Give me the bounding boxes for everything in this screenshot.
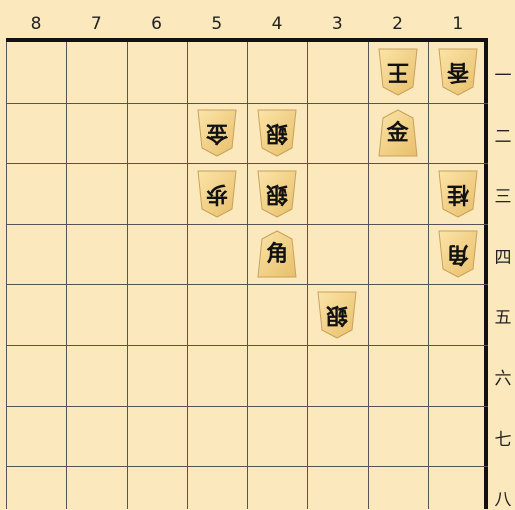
piece-sente-2-2[interactable]: 金 [378, 109, 418, 157]
grid-line-vertical [428, 42, 429, 509]
piece-gote-2-1[interactable]: 王 [378, 48, 418, 96]
piece-gote-1-4[interactable]: 角 [438, 230, 478, 278]
piece-gote-4-2[interactable]: 銀 [257, 109, 297, 157]
rank-label-3: 三 [493, 182, 513, 207]
piece-glyph: 歩 [206, 183, 228, 205]
grid-line-horizontal [6, 466, 488, 467]
piece-glyph: 角 [447, 243, 469, 265]
file-label-2: 2 [368, 14, 428, 34]
grid-line-vertical [127, 42, 128, 509]
file-label-3: 3 [307, 14, 367, 34]
grid-line-horizontal [6, 103, 488, 104]
file-label-7: 7 [66, 14, 126, 34]
grid-line-vertical [66, 42, 67, 509]
piece-glyph: 金 [206, 122, 228, 144]
piece-glyph: 角 [266, 243, 288, 265]
file-label-1: 1 [428, 14, 488, 34]
grid-line-horizontal [6, 406, 488, 407]
grid-line-vertical [187, 42, 188, 509]
piece-gote-4-3[interactable]: 銀 [257, 170, 297, 218]
piece-gote-1-1[interactable]: 香 [438, 48, 478, 96]
grid-line-vertical [6, 42, 7, 509]
piece-gote-1-3[interactable]: 桂 [438, 170, 478, 218]
grid-line-horizontal [6, 345, 488, 346]
grid-line-vertical [247, 42, 248, 509]
file-label-5: 5 [187, 14, 247, 34]
piece-glyph: 王 [387, 61, 409, 83]
file-label-8: 8 [6, 14, 66, 34]
grid-line-vertical [368, 42, 369, 509]
piece-gote-5-2[interactable]: 金 [197, 109, 237, 157]
grid-line-horizontal [6, 284, 488, 285]
piece-gote-5-3[interactable]: 歩 [197, 170, 237, 218]
file-label-6: 6 [127, 14, 187, 34]
piece-glyph: 銀 [266, 183, 288, 205]
grid-line-horizontal [6, 224, 488, 225]
rank-label-8: 八 [493, 485, 513, 510]
rank-label-2: 二 [493, 122, 513, 147]
rank-label-6: 六 [493, 364, 513, 389]
rank-label-4: 四 [493, 243, 513, 268]
piece-glyph: 金 [387, 122, 409, 144]
grid-line-horizontal [6, 163, 488, 164]
file-label-4: 4 [247, 14, 307, 34]
grid-line-vertical [307, 42, 308, 509]
rank-label-1: 一 [493, 61, 513, 86]
piece-glyph: 銀 [326, 304, 348, 326]
rank-label-7: 七 [493, 425, 513, 450]
piece-gote-3-5[interactable]: 銀 [317, 291, 357, 339]
piece-glyph: 銀 [266, 122, 288, 144]
piece-sente-4-4[interactable]: 角 [257, 230, 297, 278]
piece-glyph: 桂 [447, 183, 469, 205]
rank-label-5: 五 [493, 303, 513, 328]
piece-glyph: 香 [447, 61, 469, 83]
